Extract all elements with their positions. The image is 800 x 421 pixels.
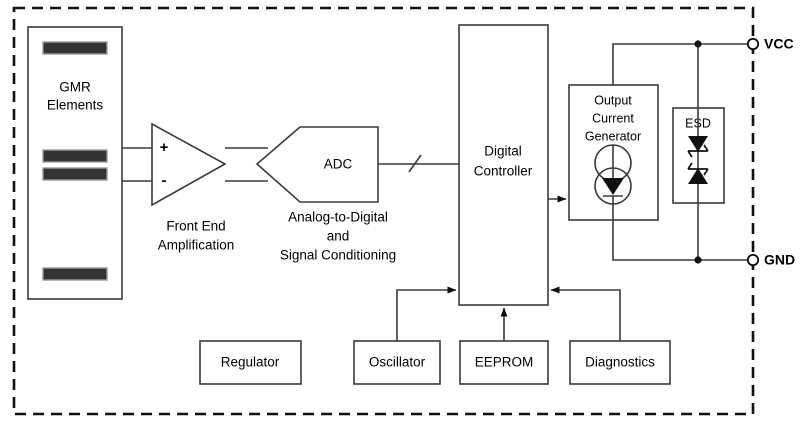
diagnostics-label: Diagnostics: [585, 355, 655, 370]
digital-controller-label-line1: Digital: [484, 144, 522, 159]
block-oscillator[interactable]: [353, 340, 441, 385]
current-source-arrow-icon: [602, 178, 624, 195]
gmr-label-line1: GMR: [59, 80, 91, 95]
zener-diode-upper-bar-icon: [687, 144, 709, 158]
wire-ocg-to-gnd: [612, 220, 753, 261]
gmr-element-bar-middle-upper: [42, 149, 108, 163]
adc-caption-line3: Signal Conditioning: [280, 248, 396, 263]
adc-caption-line1: Analog-to-Digital: [288, 210, 388, 225]
pin-gnd-terminal-icon[interactable]: [746, 253, 760, 267]
block-adc[interactable]: [255, 126, 379, 203]
front-end-caption-line2: Amplification: [158, 238, 235, 253]
ocg-label-line2: Current: [592, 111, 634, 125]
junction-dot-vcc: [694, 40, 702, 48]
pin-vcc-terminal-icon[interactable]: [746, 37, 760, 51]
gmr-element-bar-bottom: [42, 267, 108, 281]
adc-label: ADC: [324, 157, 353, 172]
gmr-element-bar-top: [42, 41, 108, 55]
pin-vcc-label: VCC: [764, 36, 794, 52]
package-boundary-dashed: [12, 6, 755, 416]
block-eeprom[interactable]: [459, 340, 549, 385]
amp-plus-input-label: +: [160, 139, 169, 156]
block-gmr-elements[interactable]: [27, 26, 123, 300]
bus-slash-icon: [408, 154, 422, 173]
pin-gnd-label: GND: [764, 252, 795, 268]
block-front-end-amplifier[interactable]: [151, 122, 227, 207]
block-diagnostics[interactable]: [569, 340, 671, 385]
wire-oscillator-to-controller: [396, 286, 457, 341]
wire-ocg-to-vcc: [612, 43, 753, 85]
oscillator-label: Oscillator: [369, 355, 426, 370]
block-digital-controller[interactable]: [458, 24, 549, 306]
digital-controller-label-line2: Controller: [474, 164, 533, 179]
gmr-label-line2: Elements: [47, 98, 104, 113]
adc-caption-line2: and: [327, 229, 350, 244]
zener-diode-lower-icon: [688, 168, 708, 184]
regulator-label: Regulator: [221, 355, 280, 370]
eeprom-label: EEPROM: [475, 355, 534, 370]
gmr-element-bar-middle-lower: [42, 167, 108, 181]
front-end-caption-line1: Front End: [166, 219, 225, 234]
junction-dot-gnd: [694, 256, 702, 264]
wire-diagnostics-to-controller: [550, 286, 621, 341]
block-regulator[interactable]: [199, 340, 302, 385]
ocg-label-line1: Output: [594, 93, 632, 107]
ocg-label-line3: Generator: [585, 129, 641, 143]
amp-minus-input-label: -: [162, 172, 167, 189]
zener-diode-lower-bar-icon: [687, 162, 709, 176]
zener-diode-upper-icon: [688, 136, 708, 152]
